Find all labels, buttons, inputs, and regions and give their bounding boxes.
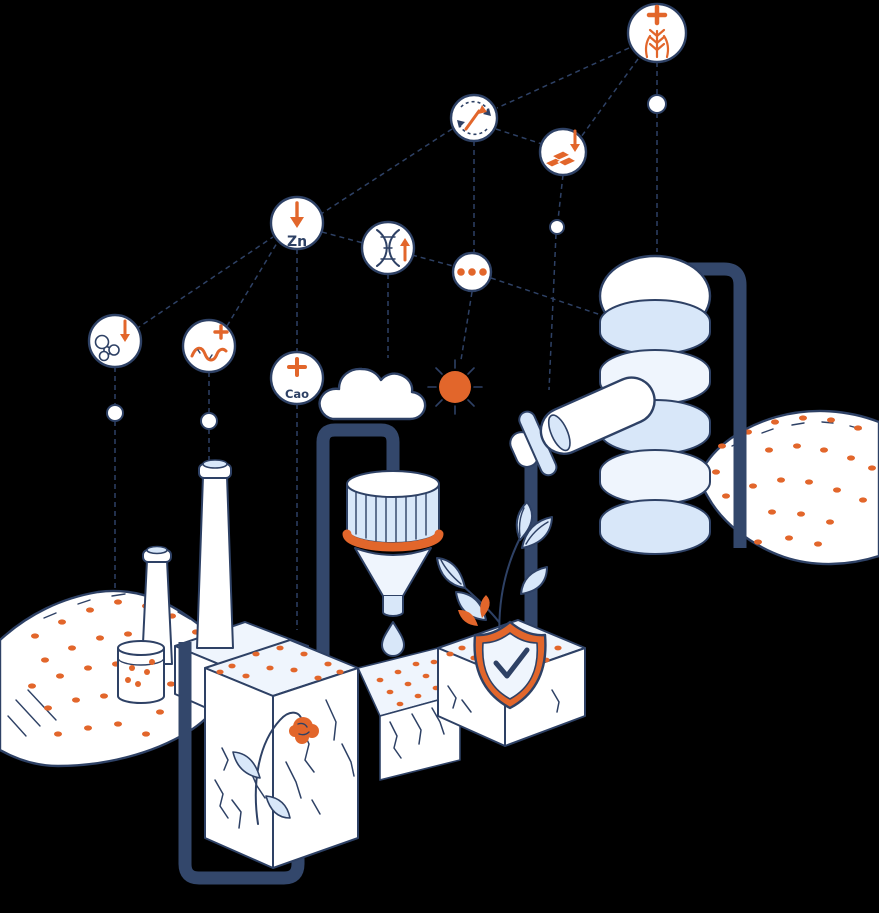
dna-increase-badge bbox=[360, 220, 416, 276]
worm-increase-badge bbox=[181, 318, 237, 374]
funnel-elbow-pipe bbox=[316, 423, 400, 665]
soil-mound-right bbox=[699, 409, 879, 566]
sun-icon bbox=[427, 359, 483, 415]
factory-chimney bbox=[141, 459, 234, 665]
leaf-icon bbox=[480, 595, 490, 618]
horizontal-cylinder-pipe bbox=[509, 376, 656, 477]
soil-cracks bbox=[447, 685, 560, 713]
cloud-icon bbox=[318, 367, 427, 421]
leaf-icon bbox=[458, 609, 478, 626]
cycle-increase-badge bbox=[449, 93, 499, 143]
dna-up-arrow-icon bbox=[376, 229, 410, 267]
check-icon bbox=[493, 647, 530, 679]
dashed-connector-network bbox=[106, 47, 667, 630]
leaf-icon bbox=[265, 795, 291, 819]
node-circle bbox=[647, 94, 667, 114]
node-circle bbox=[200, 412, 218, 430]
canister bbox=[117, 640, 165, 704]
leaf-icon bbox=[515, 501, 534, 541]
minerals-decrease-badge bbox=[538, 127, 588, 177]
node-circle bbox=[106, 404, 124, 422]
gold-bars-down-arrow-icon bbox=[544, 129, 580, 168]
plus-icon bbox=[287, 357, 307, 377]
shield-check-icon bbox=[458, 595, 547, 710]
ellipsis-icon bbox=[457, 268, 487, 276]
plus-icon bbox=[646, 4, 668, 26]
funnel-orange-band bbox=[342, 529, 444, 552]
flower-head bbox=[289, 717, 319, 744]
zinc-label: Zn bbox=[287, 234, 307, 250]
dry-cracked-soil-block bbox=[204, 639, 359, 869]
water-drop-icon bbox=[381, 621, 405, 657]
cycle-up-arrow-icon bbox=[457, 100, 491, 136]
leaf-icon bbox=[520, 566, 548, 595]
wheat-plus-icon bbox=[644, 28, 670, 59]
node-circle bbox=[549, 219, 565, 235]
molecule-down-arrow-icon bbox=[94, 319, 130, 362]
frame-pipe bbox=[178, 642, 305, 885]
crop-increase-badge bbox=[626, 2, 688, 64]
zinc-decrease-badge: Zn bbox=[269, 195, 325, 251]
down-arrow-icon bbox=[290, 201, 304, 228]
plant-leaves bbox=[436, 501, 553, 647]
calcium-increase-badge: Cao bbox=[269, 350, 325, 406]
more-nutrients-badge bbox=[451, 251, 493, 293]
leaf-icon bbox=[232, 751, 261, 779]
calcium-label: Cao bbox=[285, 387, 309, 401]
soil-dots bbox=[216, 645, 344, 681]
funnel-hopper bbox=[342, 470, 444, 657]
soil-dots bbox=[712, 415, 876, 547]
molecule-decrease-badge bbox=[87, 313, 143, 369]
wilted-flower bbox=[232, 711, 319, 825]
silo-pipe bbox=[686, 262, 747, 548]
worm-plus-icon bbox=[190, 324, 229, 362]
